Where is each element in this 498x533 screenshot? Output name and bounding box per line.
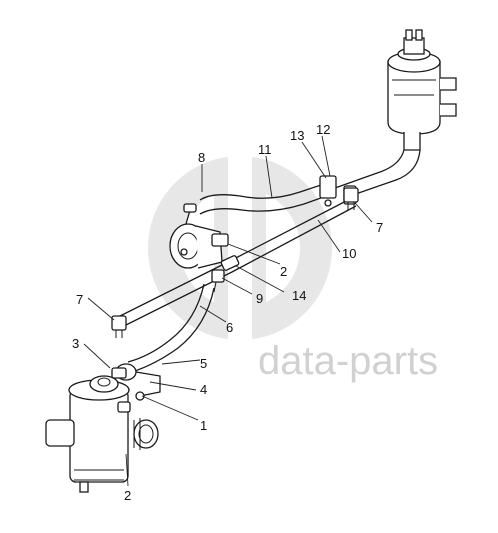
callout-labels: 8 11 13 12 7 10 2 9 14 7 6 3 5 4 1 2 bbox=[72, 122, 383, 503]
callout-5: 5 bbox=[200, 356, 207, 371]
callout-4: 4 bbox=[200, 382, 207, 397]
callout-3: 3 bbox=[72, 336, 79, 351]
connector-7-left bbox=[111, 315, 127, 338]
callout-12: 12 bbox=[316, 122, 330, 137]
hose-11 bbox=[199, 181, 333, 215]
callout-14: 14 bbox=[292, 288, 306, 303]
callout-10: 10 bbox=[342, 246, 356, 261]
hose-6 bbox=[127, 283, 215, 373]
connector-7-right bbox=[343, 187, 359, 210]
steering-gear bbox=[45, 375, 159, 493]
callout-8: 8 bbox=[198, 150, 205, 165]
callout-11: 11 bbox=[258, 142, 272, 157]
callout-6: 6 bbox=[226, 320, 233, 335]
gear-fittings bbox=[111, 363, 161, 413]
callout-2-pump: 2 bbox=[280, 264, 287, 279]
reservoir-lines bbox=[334, 149, 421, 197]
callout-13: 13 bbox=[290, 128, 304, 143]
callout-2-gear: 2 bbox=[124, 488, 131, 503]
power-steering-pump bbox=[169, 223, 229, 269]
leader-lines bbox=[83, 135, 373, 487]
line-8 bbox=[183, 203, 197, 225]
fitting-9-14 bbox=[211, 255, 240, 293]
watermark-text: data-parts bbox=[258, 339, 438, 383]
callout-7-left: 7 bbox=[76, 292, 83, 307]
callout-1: 1 bbox=[200, 418, 207, 433]
callout-9: 9 bbox=[256, 291, 263, 306]
callout-7-right: 7 bbox=[376, 220, 383, 235]
oil-reservoir bbox=[387, 29, 457, 151]
watermark-logo bbox=[148, 150, 332, 346]
